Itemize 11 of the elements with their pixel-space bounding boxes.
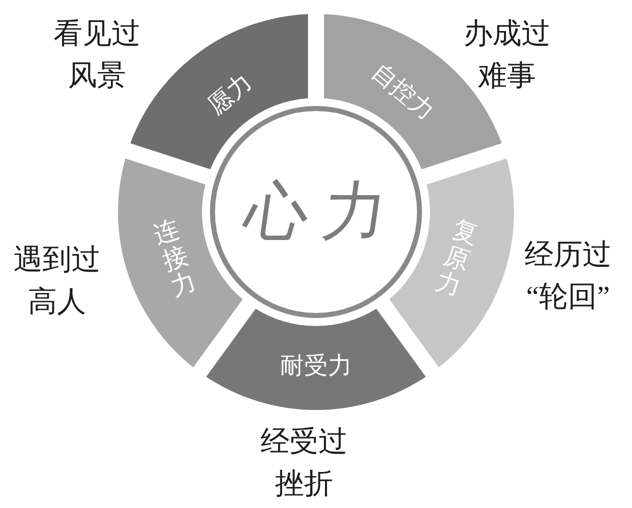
side-caption: 办成过难事 — [462, 16, 552, 94]
side-caption: 经受过挫折 — [260, 424, 348, 502]
side-caption: 经历过“轮回” — [524, 238, 612, 315]
center-title: 心力 — [238, 176, 406, 248]
segment-label: 耐受力 — [280, 352, 352, 380]
segment-label: 愿力 — [202, 67, 258, 120]
segment-label: 自控力 — [366, 58, 440, 126]
segment-label: 复原力 — [432, 214, 482, 301]
segment-label: 连接力 — [150, 214, 200, 301]
side-caption: 遇到过高人 — [12, 242, 102, 320]
side-caption: 看见过风景 — [52, 16, 142, 94]
